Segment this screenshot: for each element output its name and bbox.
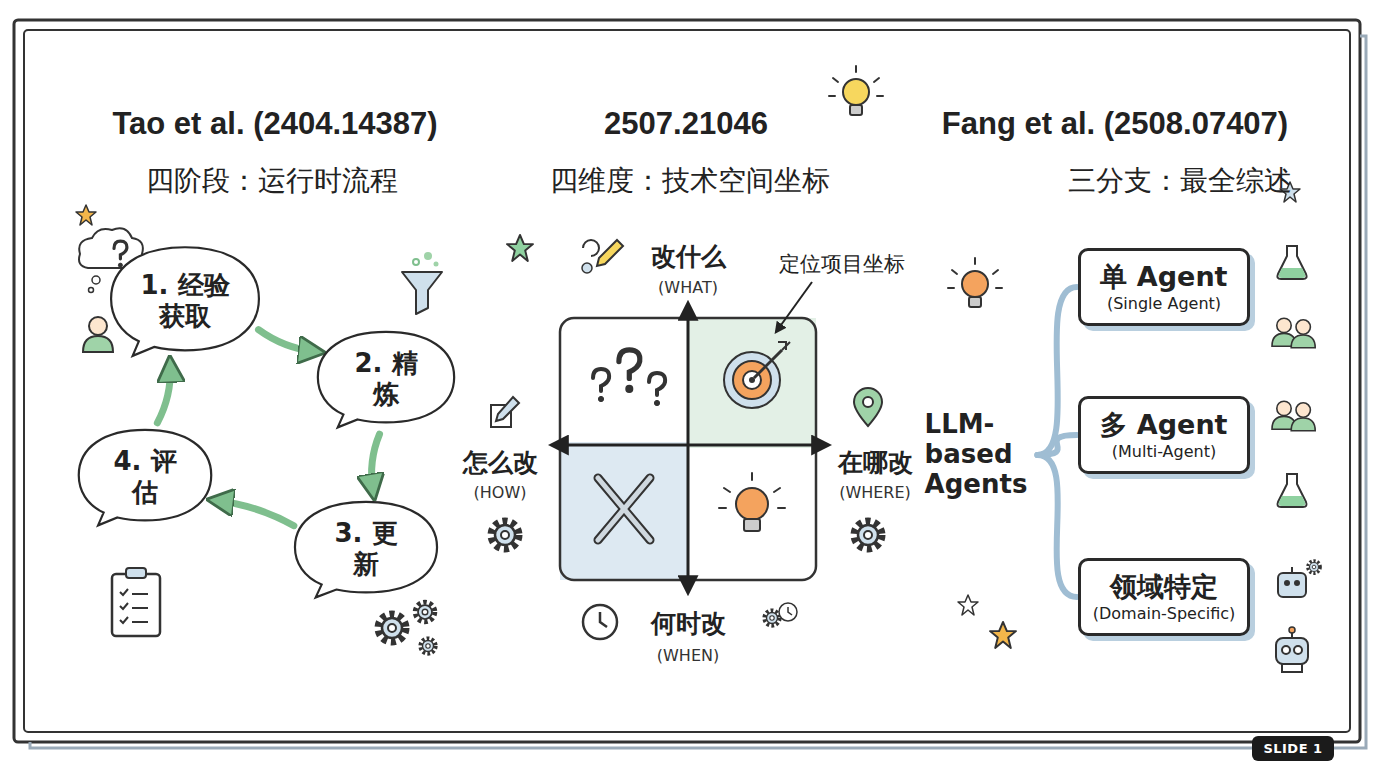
branch-line	[1037, 435, 1077, 455]
stage-bubble: 3. 更新	[292, 500, 440, 598]
node-title: 单 Agent	[1100, 261, 1227, 293]
node-title: 多 Agent	[1100, 409, 1227, 441]
node-title: 领域特定	[1110, 571, 1218, 603]
node-title: 3. 更新	[322, 518, 410, 580]
node-title: 1. 经验 获取	[138, 270, 232, 332]
axis-label: (WHAT)	[658, 278, 718, 297]
root-label: LLM- based Agents	[925, 405, 1032, 505]
axis-label: (HOW)	[474, 483, 527, 502]
branch-line	[1037, 287, 1077, 455]
node-title: SLIDE 1	[1263, 741, 1322, 757]
axis-label: 改什么	[651, 240, 726, 273]
axis-label: 定位项目坐标	[779, 250, 905, 278]
axis-label: 何时改	[651, 607, 726, 640]
axis-label: 怎么改	[463, 446, 538, 479]
axis-label: (WHEN)	[657, 646, 719, 665]
stage-bubble: 2. 精炼	[315, 330, 457, 428]
cycle-arrow	[217, 501, 294, 526]
node-title: LLM- based Agents	[925, 410, 1032, 500]
branch-line	[1037, 455, 1077, 597]
cycle-arrow	[258, 330, 314, 352]
column-heading: 三分支：最全综述	[1068, 162, 1292, 200]
axis-label: 在哪改	[838, 446, 913, 479]
branch-box: 多 Agent(Multi-Agent)	[1078, 396, 1250, 474]
branch-box: 领域特定(Domain-Specific)	[1078, 558, 1250, 636]
column-heading: 四维度：技术空间坐标	[550, 162, 830, 200]
stage-bubble: 1. 经验 获取	[108, 245, 262, 357]
cycle-arrow	[157, 366, 170, 423]
axis-label: (WHERE)	[839, 483, 911, 502]
node-subtitle: (Multi-Agent)	[1112, 442, 1216, 461]
node-subtitle: (Domain-Specific)	[1093, 604, 1236, 623]
column-heading: 2507.21046	[604, 106, 768, 142]
node-subtitle: (Single Agent)	[1107, 294, 1221, 313]
column-heading: Tao et al. (2404.14387)	[112, 106, 437, 142]
stage-bubble: 4. 评估	[76, 428, 214, 526]
branch-box: 单 Agent(Single Agent)	[1078, 248, 1250, 326]
node-title: 2. 精炼	[345, 348, 427, 410]
column-heading: 四阶段：运行时流程	[146, 162, 398, 200]
column-heading: Fang et al. (2508.07407)	[942, 106, 1288, 142]
cycle-arrow	[372, 434, 380, 490]
node-title: 4. 评估	[106, 446, 184, 508]
slide-badge: SLIDE 1	[1252, 736, 1334, 761]
